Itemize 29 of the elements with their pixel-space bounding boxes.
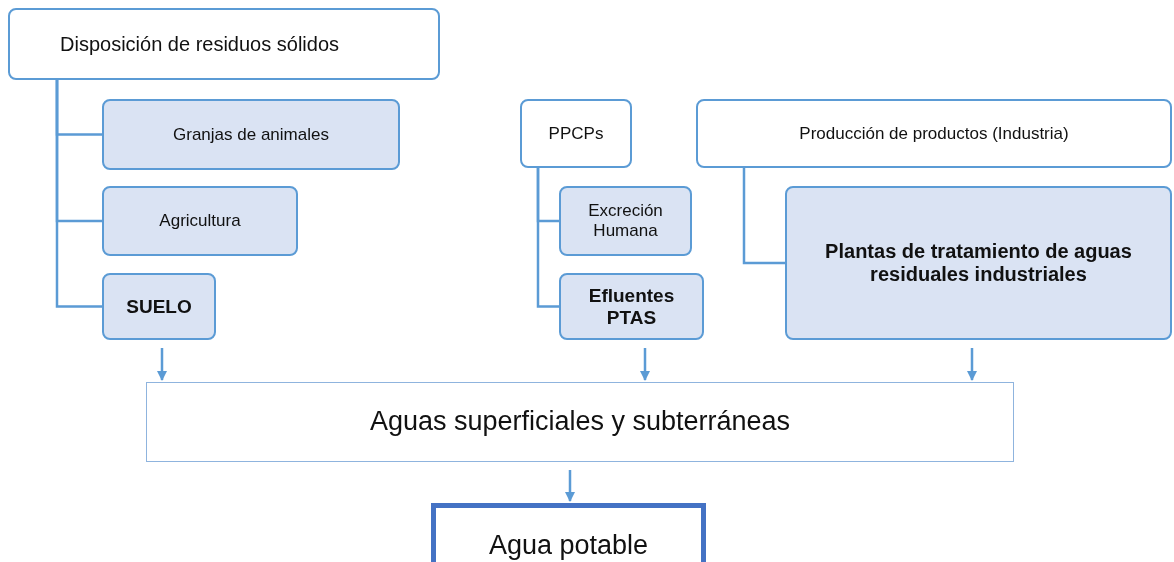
box-label: Granjas de animales <box>173 124 329 145</box>
connector-line <box>742 168 785 265</box>
process-box <box>102 273 216 340</box>
process-box <box>146 382 1014 462</box>
process-box <box>431 503 706 562</box>
arrow <box>157 348 167 381</box>
process-box <box>520 99 632 168</box>
box-label: Excreción Humana <box>587 201 664 241</box>
box-label: Disposición de residuos sólidos <box>60 32 340 56</box>
arrow <box>640 348 650 381</box>
connector-line <box>55 80 102 308</box>
arrow <box>565 470 575 502</box>
process-box <box>8 8 440 80</box>
box-label: SUELO <box>126 295 192 318</box>
box-label: Plantas de tratamiento de aguas residuales industriales <box>824 240 1133 286</box>
process-box <box>102 186 298 256</box>
arrow <box>967 348 977 381</box>
box-label: Agricultura <box>159 211 241 231</box>
box-label: PPCPs <box>548 123 604 144</box>
box-label: Agua potable <box>488 529 649 561</box>
process-box <box>102 99 400 170</box>
connector-line <box>536 168 559 308</box>
process-box <box>559 186 692 256</box>
box-label: Producción de productos (Industria) <box>799 123 1069 144</box>
process-box <box>559 273 704 340</box>
process-box <box>785 186 1172 340</box>
box-label: Efluentes PTAS <box>587 284 676 329</box>
process-box <box>696 99 1172 168</box>
box-label: Aguas superficiales y subterráneas <box>369 406 791 438</box>
